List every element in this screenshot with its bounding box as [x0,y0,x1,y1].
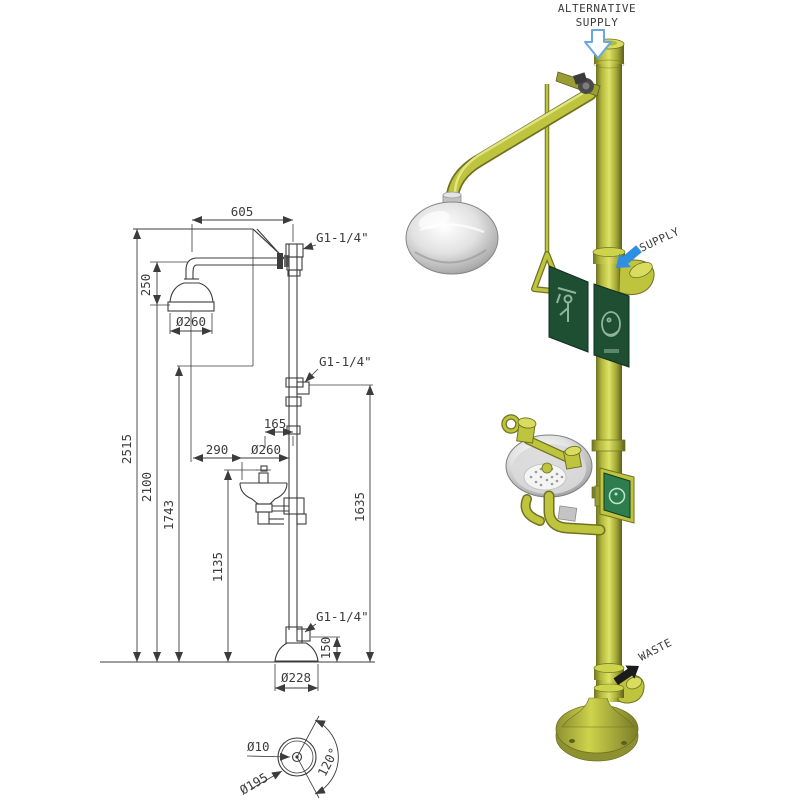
waste-outlet-boss [593,663,645,704]
dim-head-height-label: 2100 [139,472,154,502]
dim-waste-height-label: 150 [318,637,333,660]
waste-arrow-icon [613,665,639,685]
push-paddle [603,472,631,519]
dim-base-dia-label: Ø228 [281,670,311,685]
dimension-drawing: 605 250 Ø260 G1-1/4" G1-1/4" G1-1/4" 165… [100,204,375,799]
dim-bowl-height-label: 1135 [210,552,225,582]
dim-total-height-label: 2515 [119,434,134,464]
shower-pictogram [556,287,577,322]
conn-top-label: G1-1/4" [316,230,369,245]
drawing-labels: 605 250 Ø260 G1-1/4" G1-1/4" G1-1/4" 165… [119,204,372,798]
base-plan-view [246,715,339,799]
product-illustration: ALTERNATIVE SUPPLY SUPPLY WASTE [405,2,682,762]
supply-label: SUPPLY [637,225,681,255]
conn-waste-label: G1-1/4" [316,609,369,624]
dimension-lines [133,216,374,692]
dim-bowl-to-pole-label: 165 [264,416,287,431]
dim-head-drop-label: 250 [138,274,153,297]
waste-label: WASTE [637,636,675,664]
alternative-supply-label-line2: SUPPLY [576,16,619,29]
pole-2d [274,243,319,662]
dim-bowl-reach-label: 290 [206,442,229,457]
eyewash-assembly-3d [501,414,635,536]
dim-supply-height-label: 1635 [352,492,367,522]
dim-bowl-dia-label: Ø260 [251,442,281,457]
dim-top-width-label: 605 [231,204,254,219]
plan-hole-dia-label: Ø10 [247,739,270,754]
extension-lines [150,224,373,691]
pole-3d [555,38,625,702]
safety-sign [548,265,630,368]
shower-head-3d [405,191,499,275]
dim-handle-height-label: 1743 [161,500,176,530]
shower-arm-2d [185,253,289,279]
shower-arm-3d [445,87,597,209]
conn-supply-label: G1-1/4" [319,354,372,369]
eyewash-bowl-2d [239,465,289,525]
plan-bolt-angle-label: 120° [314,745,341,779]
supply-arrow-icon [616,245,642,268]
leader-lines [302,242,319,633]
base-flange-3d [555,683,639,762]
alternative-supply-label-line1: ALTERNATIVE [558,2,636,15]
dim-head-dia-label: Ø260 [176,314,206,329]
shower-head-2d [167,278,215,462]
alternative-supply-arrow-icon [584,29,612,59]
drawing-lines [100,216,375,799]
sign-panel-eyewash [593,283,630,368]
plan-bolt-circle-label: Ø195 [237,770,271,798]
eyewash-pictogram [601,311,621,337]
